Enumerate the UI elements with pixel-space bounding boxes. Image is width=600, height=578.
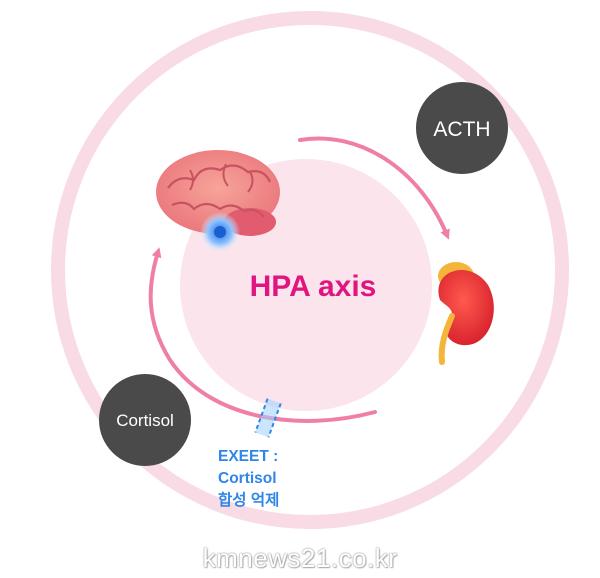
outer-ring [51, 11, 569, 529]
kidney-adrenal-icon [438, 262, 494, 365]
watermark: kmnews21.co.kr [202, 543, 398, 573]
note-line-1: EXEET : [218, 448, 279, 465]
note-line-3: 합성 억제 [218, 492, 280, 509]
feedback-arrow [148, 247, 377, 423]
acth-label: ACTH [433, 118, 490, 141]
center-title: HPA axis [250, 270, 377, 303]
cortisol-node [99, 374, 191, 466]
gut-patch-icon [254, 398, 282, 438]
brain-icon [156, 150, 280, 252]
acth-node [416, 82, 508, 174]
acth-arrow [298, 136, 450, 240]
cortisol-label: Cortisol [116, 411, 174, 430]
feedback-note: EXEET : Cortisol 합성 억제 [218, 446, 279, 512]
note-line-2: Cortisol [218, 470, 277, 487]
